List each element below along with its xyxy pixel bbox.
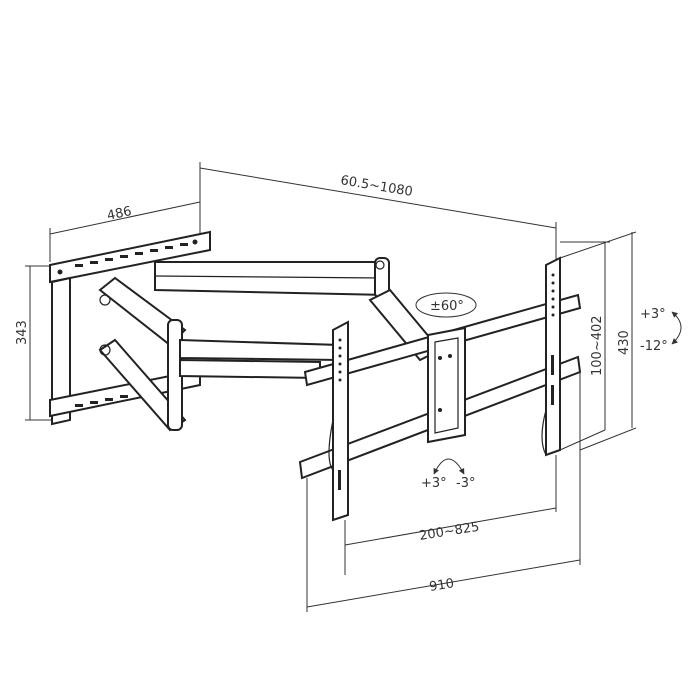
articulating-arms [98,257,442,432]
wall-plate [49,230,211,426]
dimension-bracket-height: 430 [559,231,637,451]
label-343: 343 [15,320,30,345]
label-level-plus: +3° [421,476,447,491]
dimension-horizontal-holes: 200~825 [344,455,557,575]
label-100-402: 100~402 [590,315,605,376]
label-910: 910 [428,576,455,595]
label-swivel: ±60° [430,299,464,314]
label-486: 486 [106,204,133,224]
dimension-wall-plate-height: 343 [15,265,55,421]
label-430: 430 [617,330,632,355]
level-indicator: +3° -3° [421,458,475,491]
tilt-indicator: +3° -12° [640,307,682,354]
swivel-indicator: ±60° [415,292,477,318]
dimension-wall-plate-width: 486 [49,196,201,262]
dimension-bracket-width: 910 [306,372,581,612]
dimension-vertical-holes: 100~402 [559,241,610,451]
label-tilt-down: -12° [640,339,668,354]
label-level-minus: -3° [456,476,475,491]
label-tilt-up: +3° [640,307,666,322]
tv-bracket [298,256,582,522]
label-200-825: 200~825 [418,520,480,544]
dimension-arm-extension: 60.5~1080 [199,162,557,262]
label-60-5-1080: 60.5~1080 [339,173,413,200]
